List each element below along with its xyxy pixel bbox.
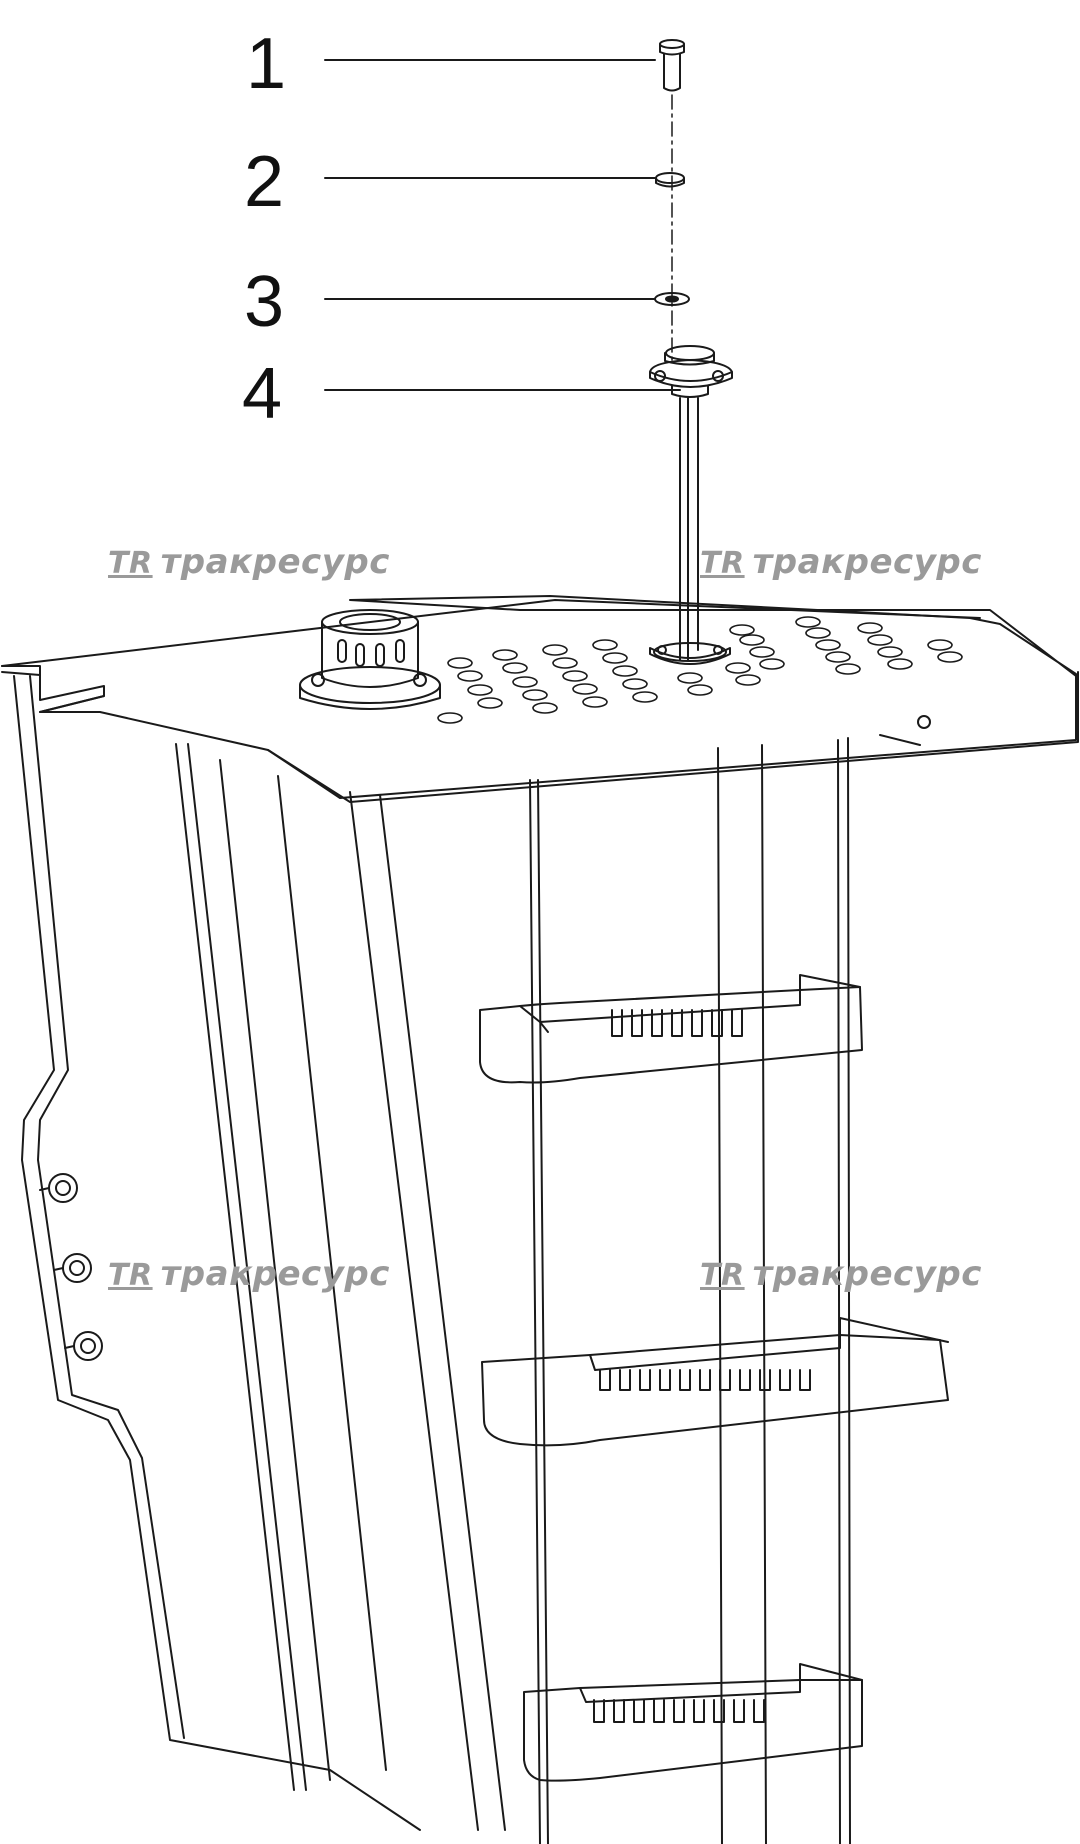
washer-part-3	[654, 292, 690, 306]
watermark-text: тракресурс	[160, 542, 390, 582]
anti-slip-bosses	[437, 616, 963, 724]
ladder-rails	[529, 737, 851, 1844]
watermark-logo: TR	[700, 1258, 745, 1293]
watermark-logo: TR	[108, 546, 153, 581]
watermark-logo: TR	[108, 1258, 153, 1293]
watermark-text: тракресурс	[752, 1254, 982, 1294]
watermark-text: тракресурс	[160, 1254, 390, 1294]
ladder-step-2	[481, 1317, 949, 1447]
leader-lines	[324, 59, 681, 391]
fuel-sensor-part	[649, 345, 733, 665]
bolt-part	[659, 39, 685, 92]
filler-neck	[299, 609, 441, 710]
callout-1: 1	[246, 24, 287, 104]
watermark-logo: TR	[700, 546, 745, 581]
tank-side-bracket	[13, 675, 506, 1831]
watermark-text: тракресурс	[752, 542, 982, 582]
callout-3: 3	[244, 262, 285, 342]
washer-part-2	[655, 172, 685, 188]
callout-2: 2	[244, 142, 285, 222]
ladder-step-1	[479, 974, 863, 1084]
callout-4: 4	[242, 354, 283, 434]
tank-top-plate	[1, 595, 1079, 803]
bracket-bolts	[39, 1173, 103, 1361]
sensor-mounting-flange	[653, 642, 727, 662]
ladder-step-3	[523, 1663, 863, 1782]
